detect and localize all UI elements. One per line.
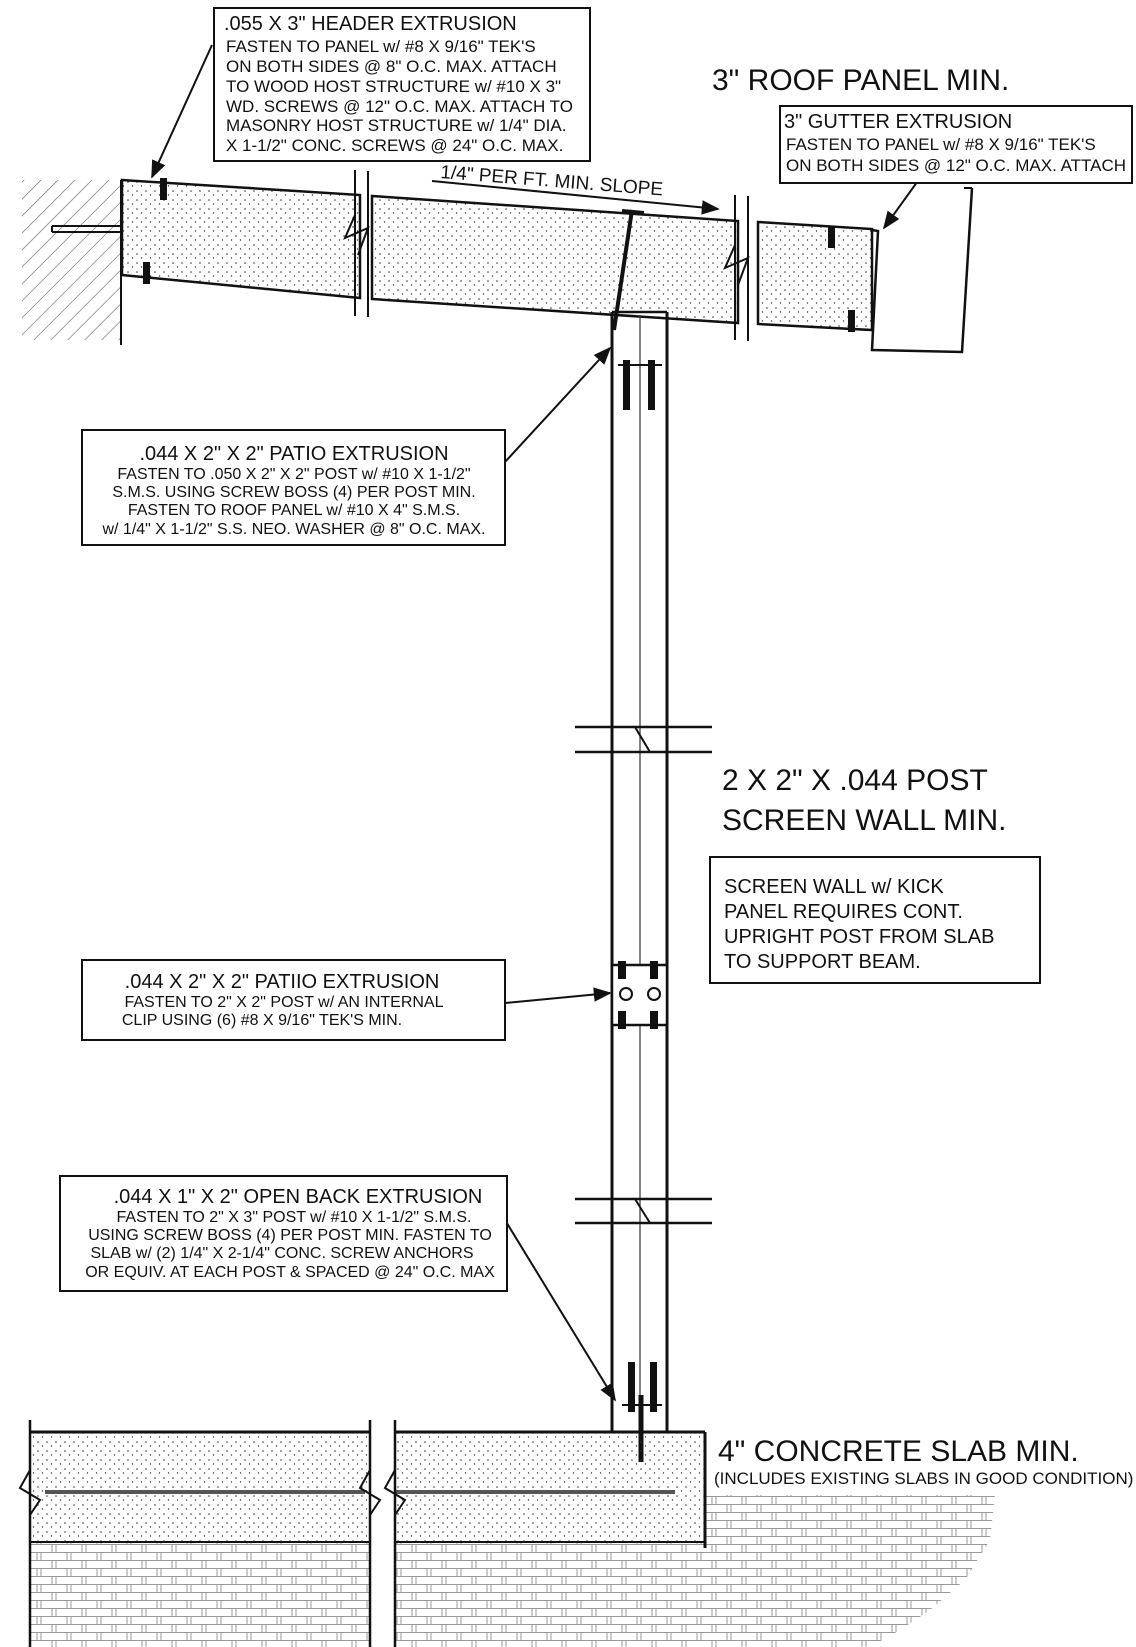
patio-top-callout-line: FASTEN TO .050 X 2" X 2" POST w/ #10 X 1… (117, 466, 470, 483)
host-wall (22, 180, 122, 345)
slab-note: (INCLUDES EXISTING SLABS IN GOOD CONDITI… (714, 1469, 1133, 1488)
header-callout-line: TO WOOD HOST STRUCTURE w/ #10 X 3" (226, 77, 561, 96)
open-back-callout-line: OR EQUIV. AT EACH POST & SPACED @ 24" O.… (85, 1264, 495, 1281)
post-label: SCREEN WALL MIN. (722, 804, 1007, 837)
gutter-callout-box (779, 105, 1133, 184)
header-callout-line: MASONRY HOST STRUCTURE w/ 1/4" DIA. (226, 116, 566, 135)
post-label: 2 X 2" X .044 POST (722, 764, 988, 797)
header-callout-line: X 1-1/2" CONC. SCREWS @ 24" O.C. MAX. (226, 136, 563, 155)
patio-top-callout-line: S.M.S. USING SCREW BOSS (4) PER POST MIN… (112, 484, 475, 501)
patio-mid-callout-line: CLIP USING (6) #8 X 9/16" TEK'S MIN. (122, 1012, 402, 1029)
open-back-callout-line: FASTEN TO 2" X 3" POST w/ #10 X 1-1/2" S… (117, 1209, 472, 1226)
screen-wall-note-line: TO SUPPORT BEAM. (724, 951, 921, 973)
gutter-callout-line: FASTEN TO PANEL w/ #8 X 9/16" TEK'S (786, 135, 1096, 154)
patio-top-callout-box (81, 429, 506, 546)
slab-label: 4" CONCRETE SLAB MIN. (718, 1435, 1079, 1468)
patio-mid-callout-line: FASTEN TO 2" X 2" POST w/ AN INTERNAL (124, 994, 443, 1011)
gutter-extrusion (870, 187, 974, 354)
screen-wall-note-box (709, 856, 1041, 984)
open-back-callout-line: SLAB w/ (2) 1/4" X 2-1/4" CONC. SCREW AN… (90, 1245, 473, 1262)
roof-panel-label: 3" ROOF PANEL MIN. (712, 64, 1009, 97)
gutter-callout-line: ON BOTH SIDES @ 12" O.C. MAX. ATTACH (786, 156, 1126, 175)
open-back-callout-line: USING SCREW BOSS (4) PER POST MIN. FASTE… (88, 1227, 492, 1244)
concrete-slab (18, 1420, 995, 1647)
header-callout-title: .055 X 3" HEADER EXTRUSION (224, 13, 517, 35)
leader-lines (151, 44, 921, 1402)
header-callout-box (213, 7, 591, 162)
post (575, 310, 712, 1462)
roof-panel (120, 170, 874, 341)
screen-wall-note-line: SCREEN WALL w/ KICK (724, 876, 944, 898)
patio-mid-callout-title: .044 X 2" X 2" PATIIO EXTRUSION (125, 971, 440, 993)
screen-wall-note-line: PANEL REQUIRES CONT. (724, 901, 963, 923)
open-back-callout-box (59, 1175, 508, 1292)
header-callout-line: WD. SCREWS @ 12" O.C. MAX. ATTACH TO (226, 97, 573, 116)
header-callout-line: FASTEN TO PANEL w/ #8 X 9/16" TEK'S (226, 37, 536, 56)
patio-top-callout-line: w/ 1/4" X 1-1/2" S.S. NEO. WASHER @ 8" O… (101, 521, 485, 538)
slope-label: 1/4" PER FT. MIN. SLOPE (440, 162, 664, 200)
gutter-callout-title: 3" GUTTER EXTRUSION (784, 111, 1012, 133)
patio-mid-callout-box (81, 959, 506, 1041)
open-back-callout-title: .044 X 1" X 2" OPEN BACK EXTRUSION (114, 1186, 483, 1208)
header-callout-line: ON BOTH SIDES @ 8" O.C. MAX. ATTACH (226, 57, 557, 76)
patio-top-callout-title: .044 X 2" X 2" PATIO EXTRUSION (139, 443, 448, 465)
patio-top-callout-line: FASTEN TO ROOF PANEL w/ #10 X 4" S.M.S. (128, 502, 460, 519)
screen-wall-note-line: UPRIGHT POST FROM SLAB (724, 926, 994, 948)
